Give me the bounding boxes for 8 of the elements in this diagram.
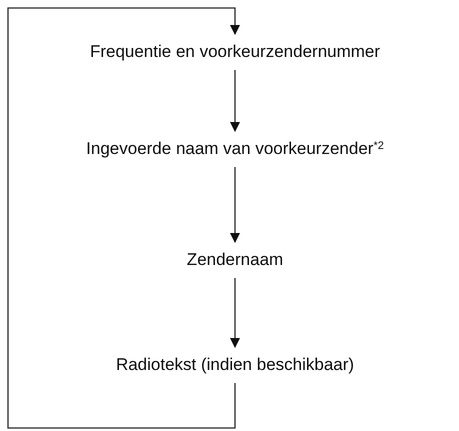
arrow <box>230 70 240 132</box>
step-label: Radiotekst (indien beschikbaar) <box>116 355 354 374</box>
step-label: Ingevoerde naam van voorkeurzender$^{*2}$ <box>86 139 384 158</box>
arrow <box>230 167 240 243</box>
step-label: Zendernaam <box>186 250 284 269</box>
arrow <box>230 278 240 348</box>
arrow <box>7 7 240 429</box>
step-label: Frequentie en voorkeurzendernummer <box>90 42 380 61</box>
